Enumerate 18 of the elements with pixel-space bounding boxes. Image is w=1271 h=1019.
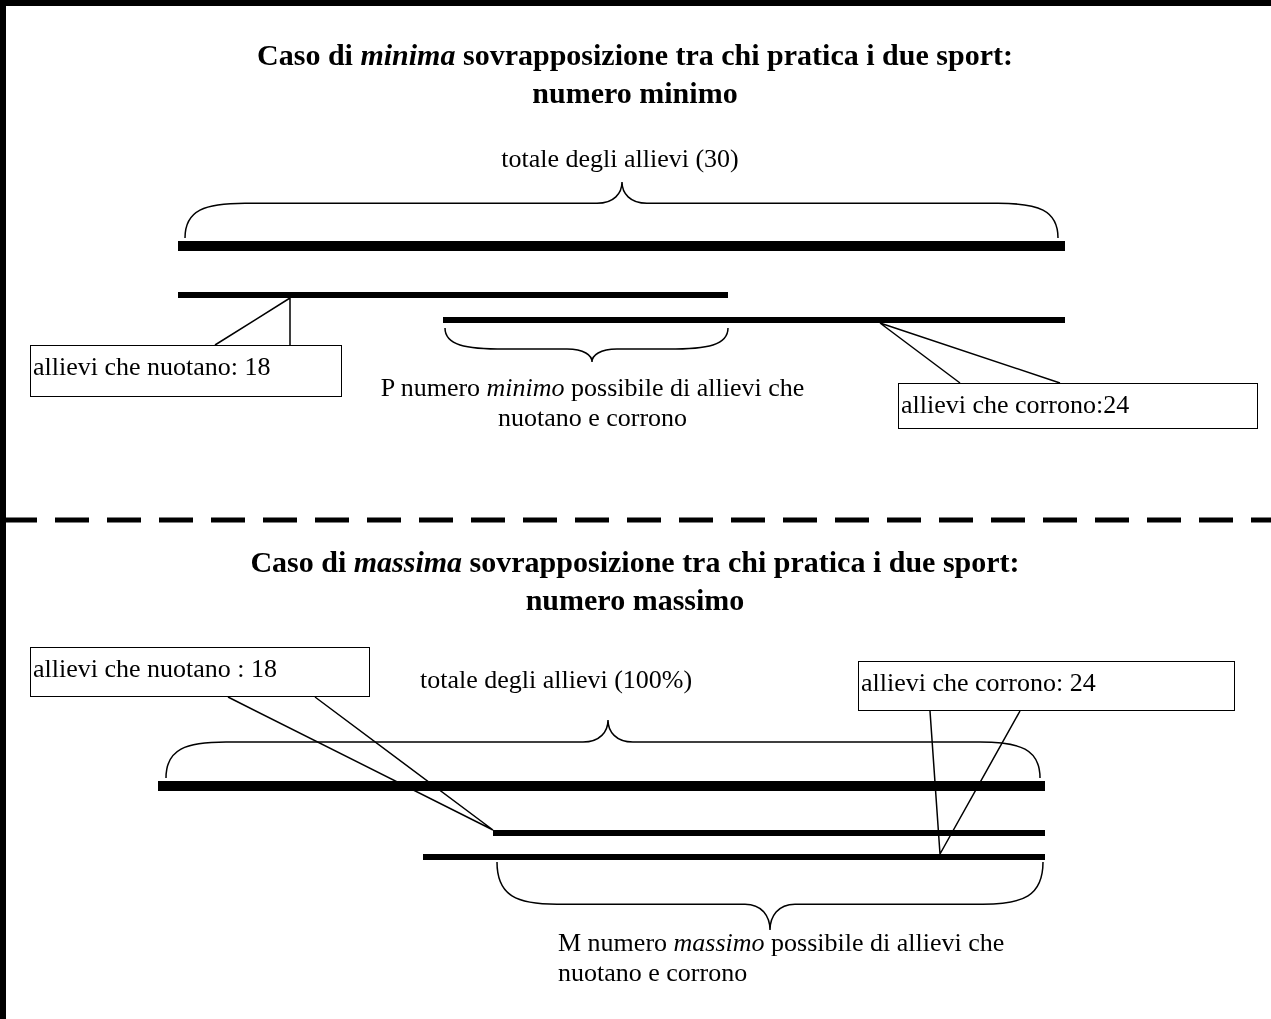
heading: Caso di minima sovrapposizione tra chi pratica i due sport: numero minimo bbox=[256, 37, 1014, 111]
callout-box: allievi che corrono:24 bbox=[898, 383, 1258, 429]
callout-box: allievi che corrono: 24 bbox=[858, 661, 1235, 711]
line-segment bbox=[443, 317, 1065, 323]
brace-label: P numero minimo possibile di allievi che nuotano e corrono bbox=[379, 373, 806, 433]
heading: Caso di massima sovrapposizione tra chi pratica i due sport: numero massimo bbox=[249, 544, 1021, 618]
callout-box: allievi che nuotano: 18 bbox=[30, 345, 342, 397]
line-segment bbox=[493, 830, 1045, 836]
brace-label: totale degli allievi (30) bbox=[500, 144, 740, 174]
leader-line bbox=[214, 297, 291, 346]
leader-line bbox=[227, 696, 494, 831]
callout-box: allievi che nuotano : 18 bbox=[30, 647, 370, 697]
brace-label: totale degli allievi (100%) bbox=[420, 665, 694, 695]
leader-line bbox=[879, 322, 1061, 384]
leader-line bbox=[929, 710, 1021, 855]
brace-label: M numero massimo possibile di allievi che nuotano e corrono bbox=[558, 928, 1006, 988]
line-segment bbox=[178, 292, 728, 298]
line-segment bbox=[423, 854, 1045, 860]
